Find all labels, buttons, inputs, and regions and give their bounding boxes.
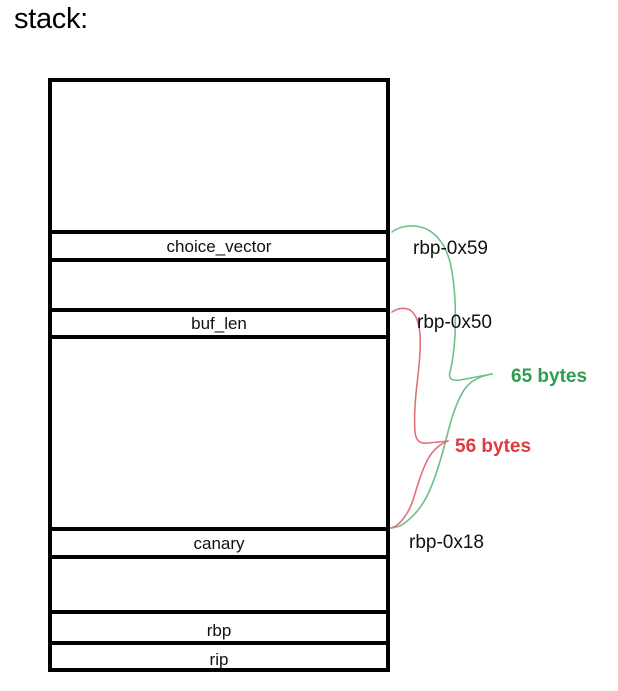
divider-choice-vector-top bbox=[52, 230, 386, 234]
stack-slot-label: rbp bbox=[206, 621, 232, 640]
stack-slot-gap-2 bbox=[52, 339, 386, 527]
divider-choice-vector-bottom bbox=[52, 258, 386, 262]
divider-rbp-top bbox=[52, 610, 386, 614]
divider-canary-top bbox=[52, 527, 386, 531]
stack-slot-gap-3 bbox=[52, 559, 386, 610]
address-label-rbp-0x59: rbp-0x59 bbox=[413, 238, 488, 259]
divider-rbp-bottom bbox=[52, 641, 386, 645]
stack-slot-buf-len: buf_len bbox=[52, 312, 386, 335]
stack-slot-label: choice_vector bbox=[166, 236, 272, 256]
stack-slot-rbp: rbp bbox=[52, 614, 386, 641]
address-label-rbp-0x50: rbp-0x50 bbox=[417, 312, 492, 333]
stack-slot-label: rip bbox=[209, 650, 229, 668]
stack-slot-label: canary bbox=[193, 533, 245, 553]
divider-buf-len-top bbox=[52, 308, 386, 312]
stack-slot-label: buf_len bbox=[191, 314, 247, 333]
stack-slot-choice-vector: choice_vector bbox=[52, 234, 386, 258]
stack-frame-outline: choice_vector buf_len canary rbp rip bbox=[48, 78, 390, 672]
span-label-56-bytes: 56 bytes bbox=[455, 436, 532, 457]
stack-slot-rip: rip bbox=[52, 645, 386, 668]
stack-slot-gap-1 bbox=[52, 262, 386, 308]
stack-slot-canary: canary bbox=[52, 531, 386, 555]
divider-canary-bottom bbox=[52, 555, 386, 559]
span-label-65-bytes: 65 bytes bbox=[511, 366, 588, 387]
page-title: stack: bbox=[14, 3, 88, 35]
red-brace-path-lower bbox=[390, 440, 449, 529]
address-label-rbp-0x18: rbp-0x18 bbox=[409, 532, 484, 553]
stack-slot-empty-top bbox=[52, 82, 386, 230]
divider-buf-len-bottom bbox=[52, 335, 386, 339]
